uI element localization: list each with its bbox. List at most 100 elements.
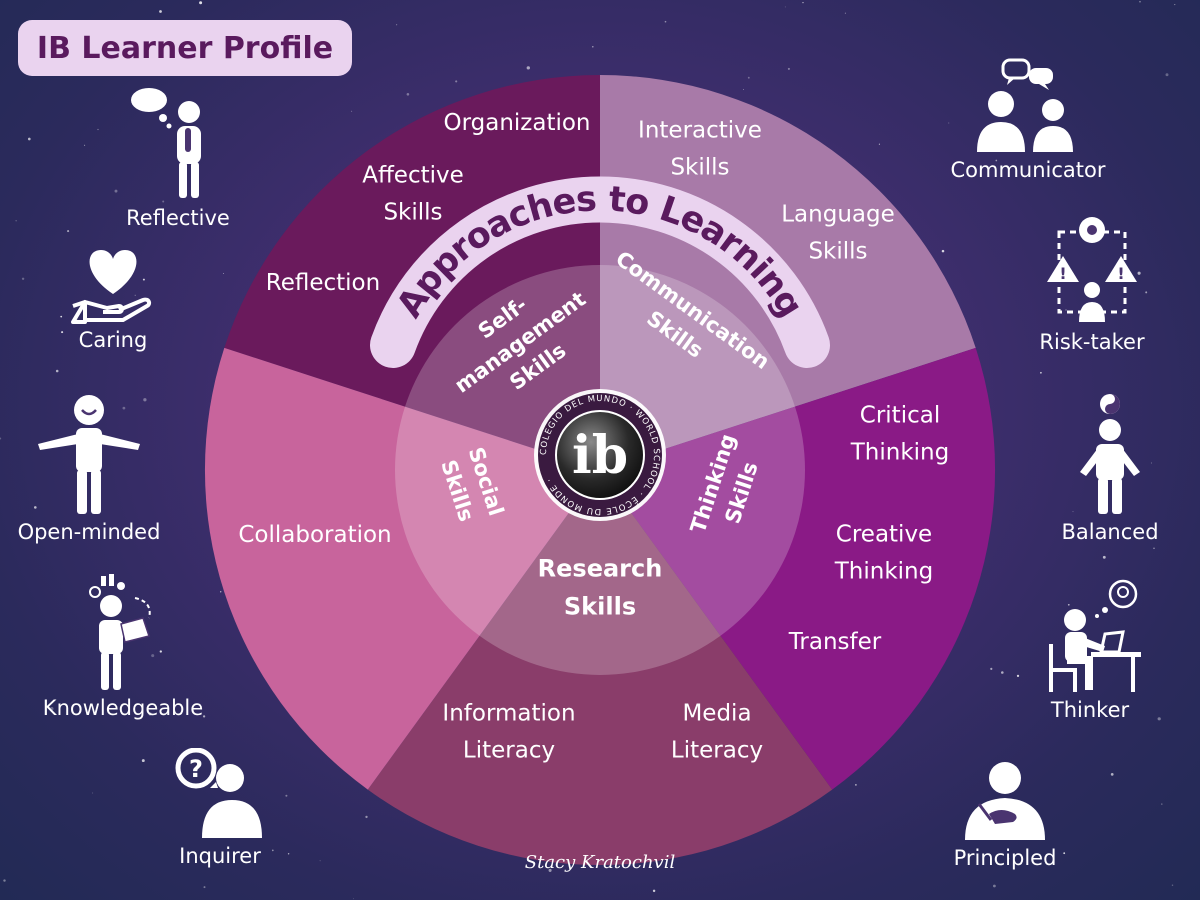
star bbox=[84, 144, 86, 146]
sector-thinking bbox=[600, 347, 996, 790]
profile-open-minded: Open-minded bbox=[8, 392, 170, 544]
star bbox=[941, 249, 945, 253]
profile-label: Knowledgeable bbox=[42, 696, 204, 720]
star bbox=[548, 868, 552, 872]
star bbox=[159, 10, 162, 13]
star bbox=[742, 88, 745, 91]
star bbox=[352, 898, 354, 900]
star bbox=[396, 24, 398, 26]
star bbox=[33, 506, 37, 509]
star bbox=[1174, 4, 1176, 6]
profile-label: Caring bbox=[78, 328, 148, 352]
svg-text:!: ! bbox=[1059, 264, 1066, 283]
star bbox=[134, 294, 136, 296]
star bbox=[148, 712, 152, 716]
star bbox=[855, 784, 857, 786]
star bbox=[1153, 547, 1155, 550]
star bbox=[1016, 674, 1020, 678]
star bbox=[61, 331, 64, 334]
heart-hand-icon bbox=[71, 250, 152, 324]
question-speech-icon: ? bbox=[175, 748, 262, 838]
star bbox=[948, 122, 950, 124]
star bbox=[223, 273, 225, 275]
star bbox=[220, 591, 222, 593]
star bbox=[1072, 511, 1074, 513]
profile-risk-taker: ! ! Risk-taker bbox=[1022, 212, 1162, 354]
ib-logo: COLEGIO DEL MUNDO · WORLD SCHOOL · ÉCOLE… bbox=[534, 389, 666, 521]
knowledge-person-icon bbox=[89, 574, 151, 690]
star bbox=[1067, 603, 1070, 606]
profile-label: Balanced bbox=[1061, 520, 1159, 544]
star bbox=[664, 20, 667, 23]
star bbox=[142, 278, 145, 281]
star bbox=[67, 230, 70, 233]
star bbox=[162, 200, 165, 203]
star bbox=[1110, 773, 1114, 776]
star bbox=[159, 650, 162, 653]
star bbox=[455, 80, 458, 83]
risk-cycle-icon: ! ! bbox=[1047, 217, 1137, 322]
star bbox=[203, 886, 206, 889]
star bbox=[285, 794, 288, 797]
svg-text:?: ? bbox=[189, 755, 203, 783]
star bbox=[60, 315, 63, 318]
star bbox=[365, 815, 368, 819]
star bbox=[27, 137, 31, 141]
profile-label: Inquirer bbox=[179, 844, 261, 868]
star bbox=[1001, 671, 1004, 674]
star bbox=[652, 889, 656, 893]
star bbox=[1102, 555, 1106, 559]
inner-sector-research bbox=[479, 470, 721, 675]
star bbox=[1007, 857, 1010, 860]
star bbox=[990, 667, 993, 670]
star bbox=[995, 159, 998, 162]
outer-skill-label: Collaboration bbox=[238, 522, 391, 548]
star bbox=[1065, 309, 1067, 311]
star bbox=[15, 220, 17, 222]
star bbox=[1171, 884, 1174, 887]
star bbox=[114, 189, 118, 193]
profile-inquirer: ? Inquirer bbox=[150, 748, 290, 868]
profile-principled: Principled bbox=[930, 760, 1080, 870]
profile-caring: Caring bbox=[38, 244, 188, 352]
star bbox=[97, 128, 99, 131]
outer-skill-label: Reflection bbox=[266, 270, 380, 296]
star bbox=[199, 1, 203, 5]
star bbox=[1063, 852, 1066, 855]
sector-social bbox=[204, 347, 600, 790]
star bbox=[122, 406, 126, 410]
profile-label: Risk-taker bbox=[1039, 330, 1145, 354]
star bbox=[787, 67, 790, 70]
star bbox=[993, 884, 996, 888]
star bbox=[1157, 717, 1161, 721]
two-people-talking-icon bbox=[977, 58, 1073, 152]
author-signature: Stacy Kratochvil bbox=[524, 852, 676, 873]
star bbox=[319, 860, 321, 862]
profile-thinker: Thinker bbox=[1020, 574, 1160, 722]
star bbox=[271, 849, 274, 852]
star bbox=[141, 759, 145, 763]
profile-label: Reflective bbox=[126, 206, 230, 230]
profile-label: Communicator bbox=[950, 158, 1106, 182]
approaches-banner bbox=[370, 176, 830, 368]
profile-reflective: Reflective bbox=[88, 84, 268, 230]
star bbox=[1161, 803, 1163, 805]
star bbox=[592, 46, 594, 48]
star bbox=[784, 6, 786, 8]
profile-balanced: Balanced bbox=[1040, 392, 1180, 544]
star bbox=[1139, 0, 1141, 3]
star bbox=[1150, 462, 1152, 464]
star bbox=[747, 76, 750, 79]
star bbox=[406, 93, 410, 96]
yin-yang-person-icon bbox=[1080, 394, 1140, 514]
star bbox=[1137, 271, 1141, 275]
